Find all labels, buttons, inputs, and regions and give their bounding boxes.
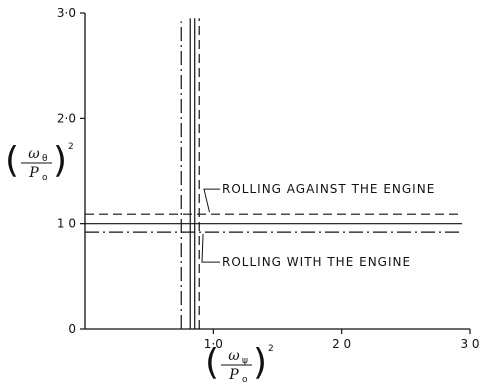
y-label-power: 2 [68, 142, 74, 152]
x-label-denominator-sub: o [242, 375, 248, 385]
x-label-power: 2 [268, 344, 274, 354]
x-label-numerator: ω [228, 348, 240, 364]
annotation-with-leader [201, 234, 220, 263]
annotation-with: ROLLING WITH THE ENGINE [222, 255, 411, 269]
y-tick-label: 1 0 [57, 217, 76, 231]
y-label-numerator-sub: θ [42, 154, 48, 164]
y-label-denominator-sub: o [42, 173, 48, 183]
y-tick-label: 0 [68, 322, 76, 336]
y-tick-label: 2·0 [57, 111, 76, 125]
x-tick-label: 2 0 [332, 337, 351, 351]
x-label-paren-left: ( [205, 342, 219, 383]
x-label-numerator-sub: ψ [242, 356, 248, 366]
y-tick-label: 3·0 [57, 6, 76, 20]
y-label-paren-right: ) [53, 140, 67, 181]
y-label-paren-left: ( [5, 140, 19, 181]
annotation-against-leader [203, 188, 220, 213]
y-label-denominator: P [28, 165, 39, 181]
y-label-numerator: ω [28, 146, 40, 162]
x-label-paren-right: ) [253, 342, 267, 383]
x-tick-label: 3 0 [460, 337, 479, 351]
x-label-denominator: P [228, 367, 239, 383]
x-tick-label: 1·0 [204, 337, 223, 351]
annotation-against: ROLLING AGAINST THE ENGINE [222, 182, 435, 196]
